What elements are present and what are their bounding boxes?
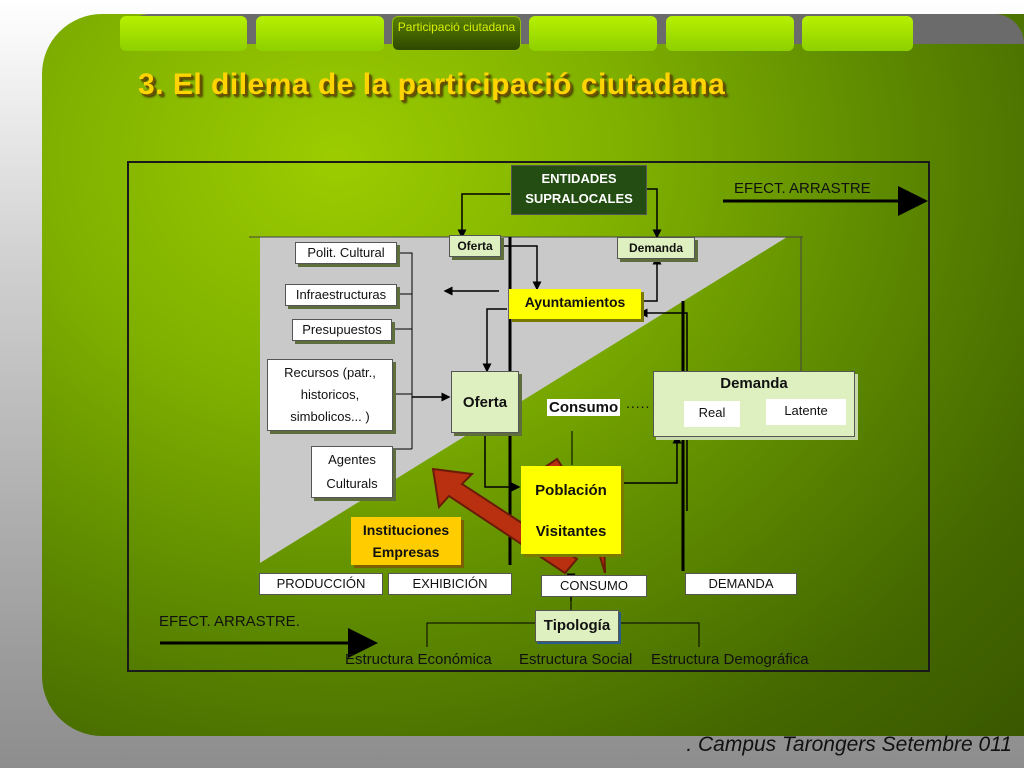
estructura-demografica: Estructura Demográfica xyxy=(651,651,809,668)
demanda-latente-box: Latente xyxy=(766,399,846,425)
recursos-line-3: simbolicos... ) xyxy=(290,409,370,424)
page-title: 3. El dilema de la participació ciutadan… xyxy=(138,68,726,101)
tipologia-box: Tipología xyxy=(535,610,619,642)
entidades-supralocales-box: ENTIDADES SUPRALOCALES xyxy=(511,165,647,215)
demanda-title: Demanda xyxy=(720,375,788,392)
demanda-small-box: Demanda xyxy=(617,237,695,259)
infraestructuras-box: Infraestructuras xyxy=(285,284,397,306)
nav-tab-4[interactable] xyxy=(529,16,657,51)
estructura-social: Estructura Social xyxy=(519,651,633,668)
nav-tab-2[interactable] xyxy=(256,16,384,51)
agentes-culturals-box: Agentes Culturals xyxy=(311,446,393,498)
nav-tab-participacio[interactable]: Participació ciutadana xyxy=(392,16,521,51)
agentes-line-2: Culturals xyxy=(326,476,378,491)
stage-exhibicion: EXHIBICIÓN xyxy=(388,573,512,595)
stage-produccion: PRODUCCIÓN xyxy=(259,573,383,595)
efect-arrastre-top: EFECT. ARRASTRE xyxy=(734,180,871,197)
stage-consumo: CONSUMO xyxy=(541,575,647,597)
nav-tab-label: Participació ciutadana xyxy=(397,20,516,34)
oferta-small-box: Oferta xyxy=(449,235,501,257)
oferta-main-box: Oferta xyxy=(451,371,519,433)
instituciones-box: Instituciones Empresas xyxy=(351,517,461,565)
presupuestos-box: Presupuestos xyxy=(292,319,392,341)
demanda-real-box: Real xyxy=(684,401,740,427)
nav-tab-5[interactable] xyxy=(666,16,794,51)
instituciones-line-1: Instituciones xyxy=(362,522,450,538)
instituciones-line-2: Empresas xyxy=(372,544,440,560)
demanda-box: Demanda Real Latente xyxy=(653,371,855,437)
consumo-label: Consumo xyxy=(547,399,621,416)
ayuntamientos-box: Ayuntamientos xyxy=(509,289,641,319)
recursos-line-2: historicos, xyxy=(300,387,360,402)
nav-tab-1[interactable] xyxy=(120,16,247,51)
nav-tab-6[interactable] xyxy=(802,16,913,51)
consumo-dots: ..... xyxy=(626,395,651,411)
efect-arrastre-bottom: EFECT. ARRASTRE. xyxy=(159,613,300,630)
poblacion-box: Población Visitantes xyxy=(521,466,621,554)
recursos-box: Recursos (patr., historicos, simbolicos.… xyxy=(267,359,393,431)
recursos-line-1: Recursos (patr., xyxy=(284,365,376,380)
poblacion-line-1: Población xyxy=(535,482,607,499)
footer-caption: . Campus Tarongers Setembre 011 xyxy=(686,733,1012,756)
poblacion-line-2: Visitantes xyxy=(535,523,607,540)
polit-cultural-box: Polit. Cultural xyxy=(295,242,397,264)
stage-demanda: DEMANDA xyxy=(685,573,797,595)
diagram-panel: ENTIDADES SUPRALOCALES EFECT. ARRASTRE O… xyxy=(127,161,930,672)
estructura-economica: Estructura Económica xyxy=(345,651,492,668)
agentes-line-1: Agentes xyxy=(328,452,376,467)
